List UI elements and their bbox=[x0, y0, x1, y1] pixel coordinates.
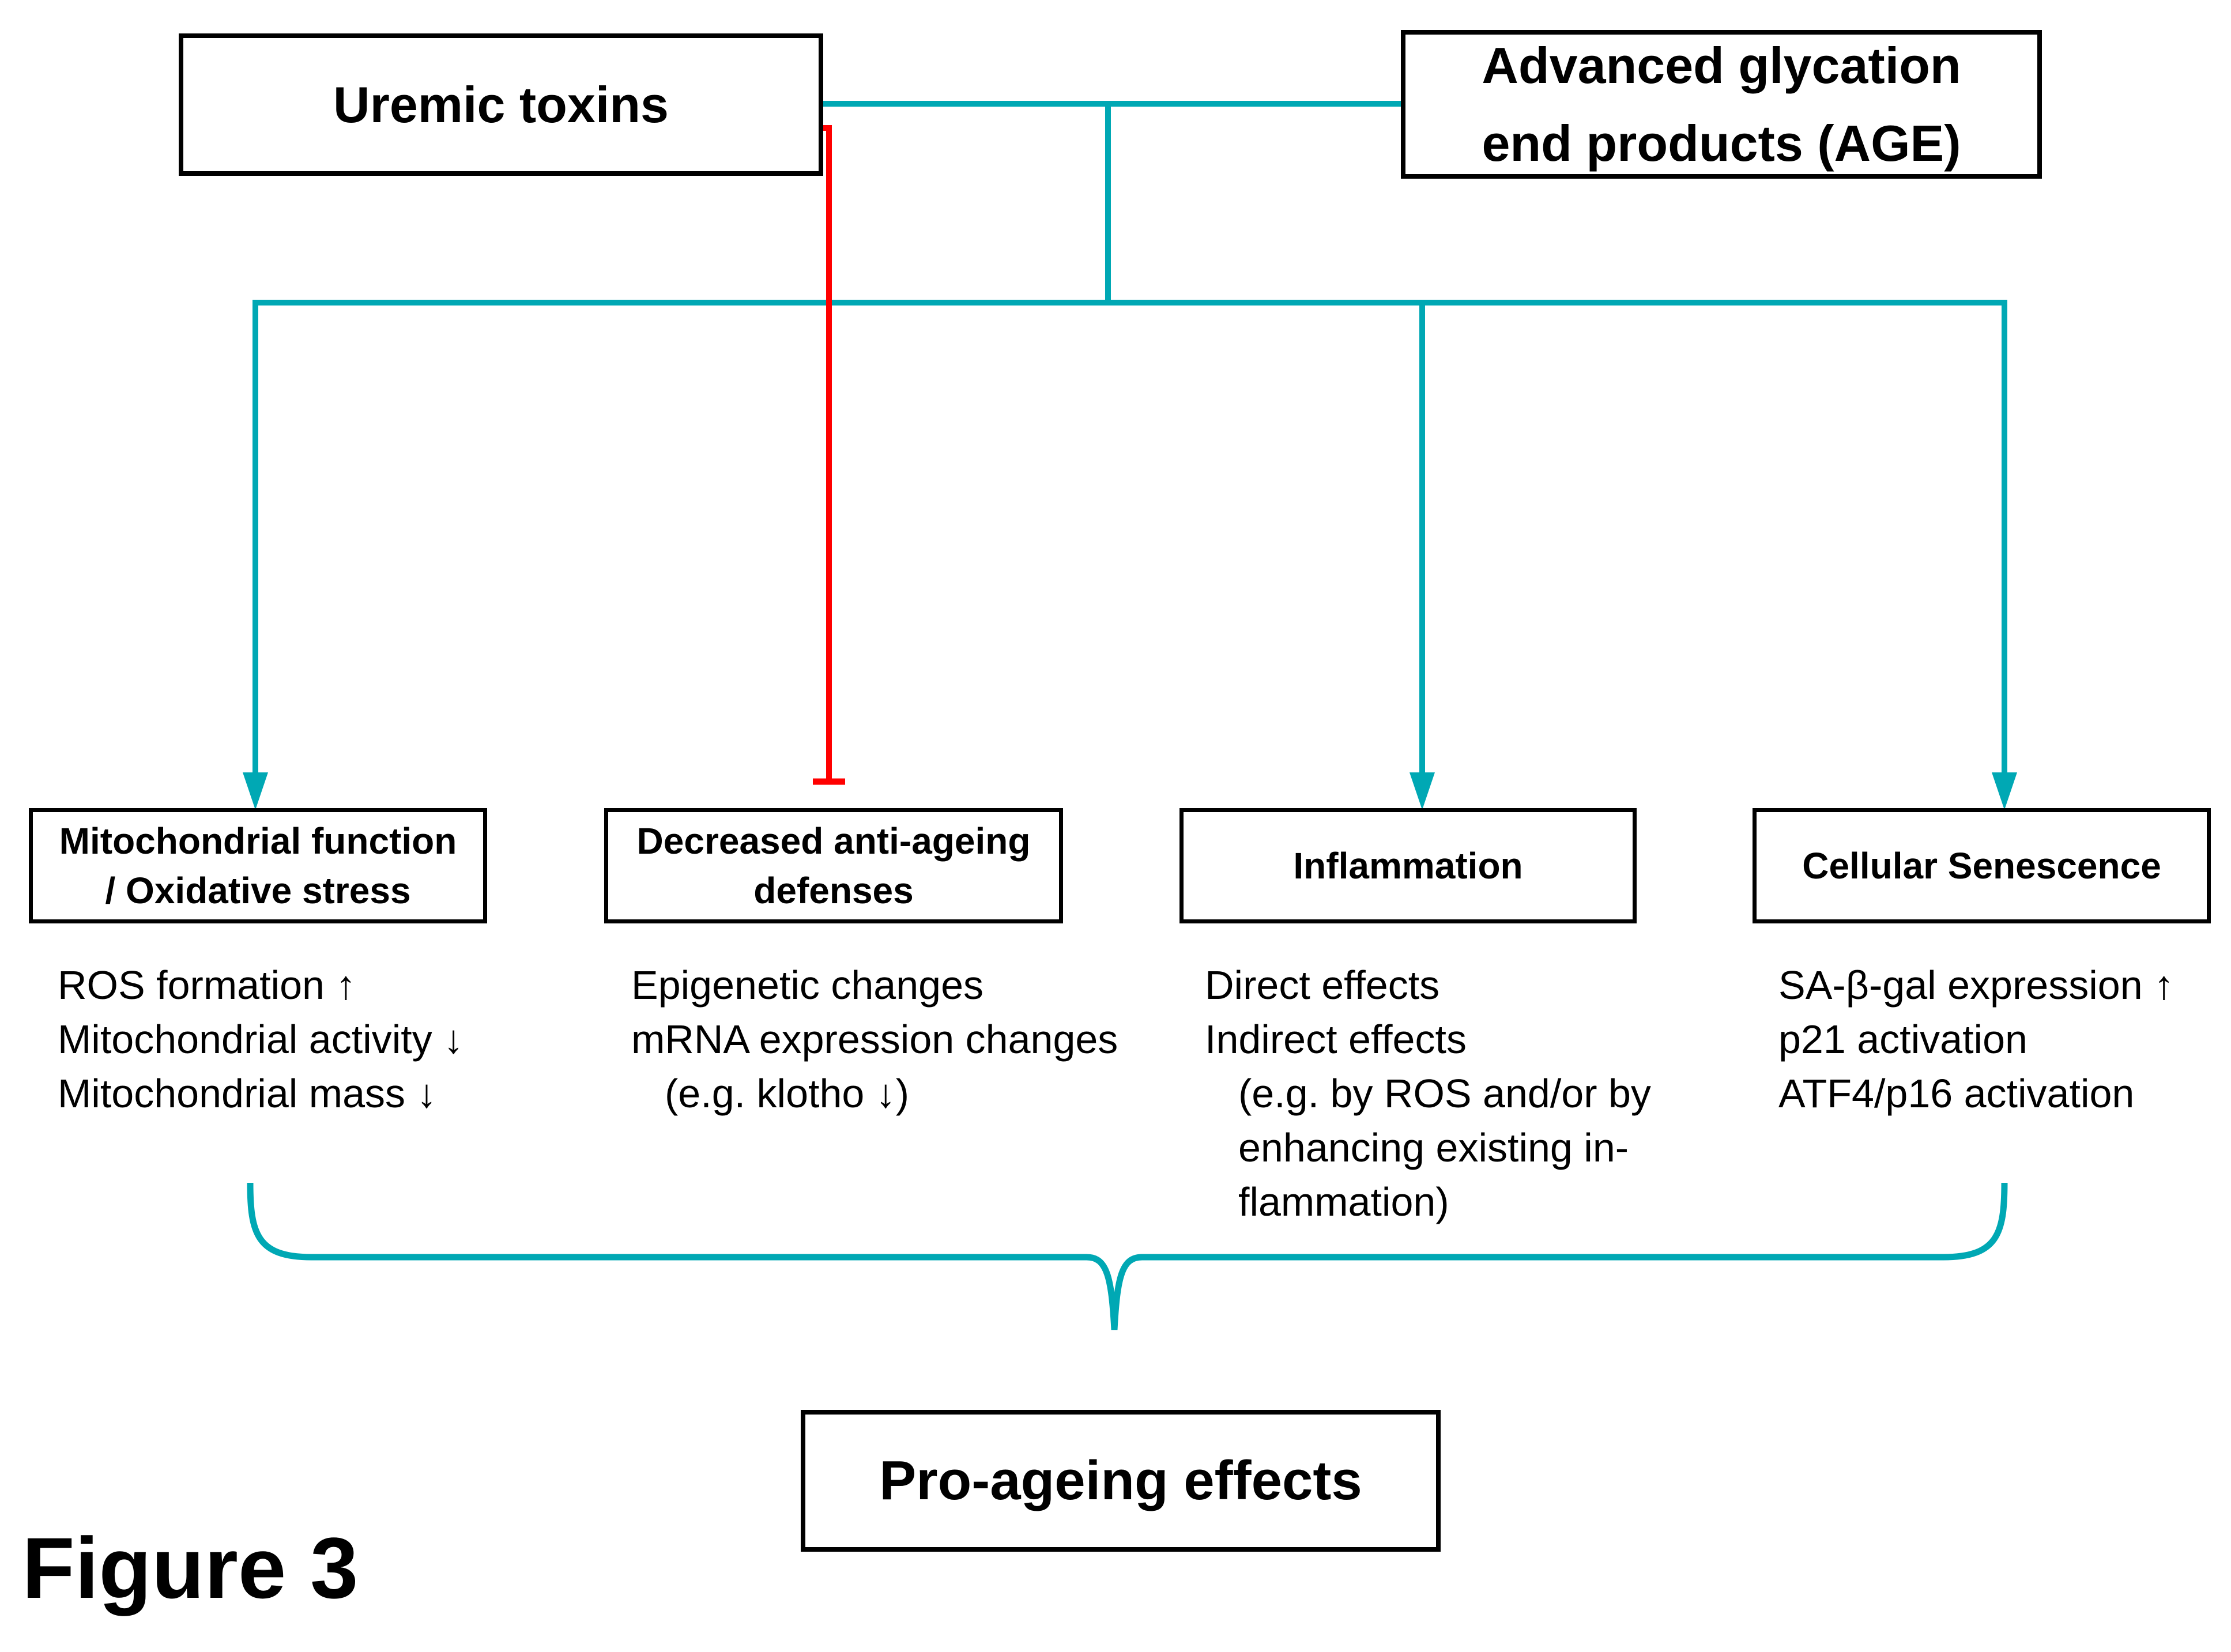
arrow-mitochondrial-head bbox=[243, 772, 268, 810]
detail-line: (e.g. by ROS and/or by bbox=[1238, 1071, 1651, 1116]
anti-ageing-title-line1: Decreased anti-ageing bbox=[636, 820, 1031, 862]
detail-line: Indirect effects bbox=[1205, 1017, 1467, 1062]
inflammation-details: Direct effects Indirect effects (e.g. by… bbox=[1205, 958, 1651, 1229]
age-label-line2: end products (AGE) bbox=[1482, 115, 1961, 172]
anti-ageing-title-line2: defenses bbox=[753, 870, 914, 911]
inhibition-line bbox=[823, 125, 832, 779]
mitochondrial-details: ROS formation ↑ Mitochondrial activity ↓… bbox=[58, 958, 463, 1121]
box-inflammation: Inflammation bbox=[1179, 808, 1637, 923]
detail-line: SA-β-gal expression ↑ bbox=[1778, 963, 2175, 1008]
senescence-details: SA-β-gal expression ↑ p21 activation ATF… bbox=[1778, 958, 2174, 1121]
detail-line: ROS formation ↑ bbox=[58, 963, 356, 1008]
box-uremic-toxins: Uremic toxins bbox=[179, 33, 823, 176]
uremic-toxins-label: Uremic toxins bbox=[333, 76, 669, 133]
box-mitochondrial: Mitochondrial function / Oxidative stres… bbox=[29, 808, 487, 923]
anti-ageing-details: Epigenetic changes mRNA expression chang… bbox=[631, 958, 1118, 1121]
age-label-line1: Advanced glycation bbox=[1482, 37, 1961, 94]
box-senescence: Cellular Senescence bbox=[1753, 808, 2211, 923]
box-age: Advanced glycation end products (AGE) bbox=[1401, 30, 2042, 179]
senescence-title: Cellular Senescence bbox=[1802, 845, 2161, 887]
detail-line: mRNA expression changes bbox=[631, 1017, 1118, 1062]
detail-line: Direct effects bbox=[1205, 963, 1440, 1008]
detail-line: enhancing existing in- bbox=[1238, 1125, 1629, 1170]
detail-line: Epigenetic changes bbox=[631, 963, 983, 1008]
detail-line: Mitochondrial activity ↓ bbox=[58, 1017, 464, 1062]
pro-ageing-label: Pro-ageing effects bbox=[879, 1450, 1362, 1511]
arrow-inflammation-head bbox=[1410, 772, 1435, 810]
mitochondrial-title-line1: Mitochondrial function bbox=[59, 820, 457, 862]
mitochondrial-title-line2: / Oxidative stress bbox=[105, 870, 411, 911]
figure-label: Figure 3 bbox=[22, 1519, 359, 1616]
box-pro-ageing: Pro-ageing effects bbox=[801, 1410, 1441, 1552]
arrow-senescence-head bbox=[1992, 772, 2017, 810]
box-anti-ageing: Decreased anti-ageing defenses bbox=[604, 808, 1063, 923]
detail-line: ATF4/p16 activation bbox=[1778, 1071, 2135, 1116]
inflammation-title: Inflammation bbox=[1293, 845, 1523, 887]
detail-line: flammation) bbox=[1238, 1179, 1449, 1224]
detail-line: Mitochondrial mass ↓ bbox=[58, 1071, 437, 1116]
underbrace bbox=[247, 1182, 2008, 1330]
detail-line: (e.g. klotho ↓) bbox=[665, 1071, 910, 1116]
detail-line: p21 activation bbox=[1778, 1017, 2028, 1062]
